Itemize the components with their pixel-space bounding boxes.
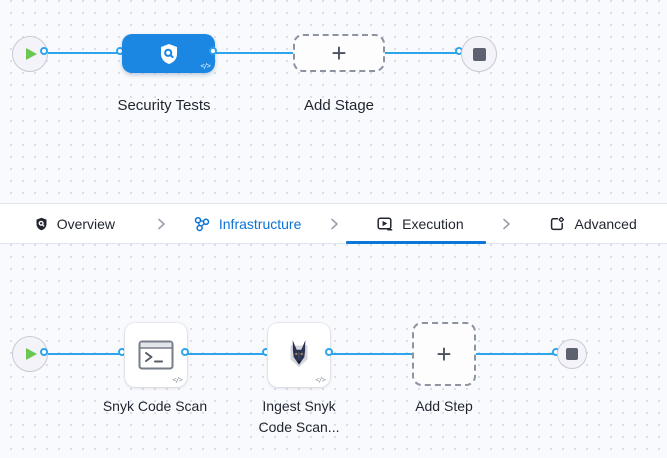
shield-overview-icon: [34, 216, 49, 232]
yaml-code-badge: </>: [200, 62, 211, 70]
step-node-ingest-snyk[interactable]: </>: [268, 323, 330, 387]
play-icon: [26, 348, 37, 360]
tab-overview[interactable]: Overview: [0, 204, 149, 243]
connection-line: [47, 52, 461, 54]
stage-node-security-tests[interactable]: </>: [122, 34, 215, 73]
step-node-snyk-code-scan[interactable]: </>: [125, 323, 187, 387]
stage-label: Security Tests: [117, 97, 211, 114]
plus-icon: +: [436, 339, 452, 369]
tab-label: Infrastructure: [218, 215, 302, 232]
connector-port[interactable]: [40, 47, 48, 55]
add-stage-label: Add Stage: [303, 97, 375, 114]
tab-advanced[interactable]: Advanced: [518, 204, 667, 243]
yaml-code-badge: </>: [172, 376, 183, 384]
chevron-right-icon: [322, 204, 346, 243]
play-icon: [26, 48, 37, 60]
plus-icon: +: [331, 38, 347, 68]
chevron-right-icon: [149, 204, 173, 243]
yaml-code-badge: </>: [315, 376, 326, 384]
tab-execution[interactable]: Execution: [346, 204, 495, 243]
stop-icon: [472, 47, 486, 61]
add-step-button[interactable]: +: [412, 322, 476, 386]
step-label: Ingest Snyk Code Scan...: [258, 398, 340, 435]
connector-port[interactable]: [40, 348, 48, 356]
tab-infrastructure[interactable]: Infrastructure: [173, 204, 322, 243]
stop-icon: [566, 348, 578, 360]
advanced-icon: [548, 215, 566, 233]
add-stage-button[interactable]: +: [293, 34, 385, 72]
infrastructure-icon: [193, 215, 211, 233]
execution-end-node[interactable]: [557, 339, 587, 369]
connector-port[interactable]: [209, 47, 217, 55]
step-execution-canvas[interactable]: </> </> +: [0, 244, 667, 458]
active-tab-indicator: [346, 241, 486, 244]
snyk-dog-icon: [282, 338, 316, 372]
tab-label: Overview: [56, 215, 116, 232]
tab-label: Advanced: [574, 215, 637, 232]
stage-config-tabbar: Overview Infrastructure: [0, 203, 667, 244]
stage-pipeline-canvas[interactable]: </> + Security Tests Add Stage: [0, 0, 667, 203]
tab-label: Execution: [402, 215, 464, 232]
step-label: Snyk Code Scan: [102, 398, 208, 414]
add-step-label: Add Step: [415, 398, 473, 414]
chevron-right-icon: [494, 204, 518, 243]
terminal-icon: [138, 340, 174, 370]
connector-port[interactable]: [181, 348, 189, 356]
security-shield-icon: [157, 42, 181, 66]
pipeline-end-node[interactable]: [461, 36, 497, 72]
execution-icon: [376, 215, 394, 233]
connector-port[interactable]: [325, 348, 333, 356]
